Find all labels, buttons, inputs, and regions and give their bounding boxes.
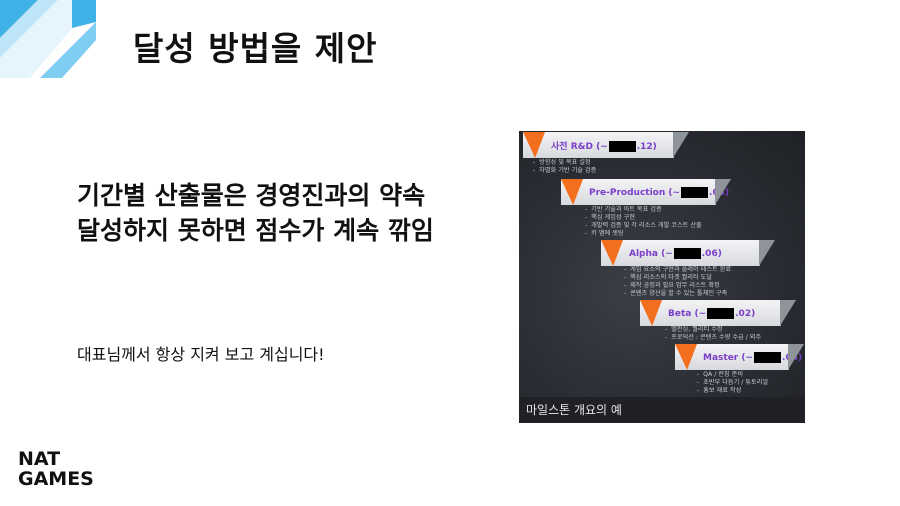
headline: 기간별 산출물은 경영진과의 약속 달성하지 못하면 점수가 계속 깎임: [77, 178, 434, 248]
image-caption: 마일스톤 개요의 예: [519, 397, 805, 423]
logo-line-1: NAT: [18, 448, 61, 470]
phase-band: Pre-Production (~.03): [561, 179, 731, 205]
milestone-image: 사전 R&D (~.12) - 방향성 및 목표 설정 - 차별화 기반 기술 …: [519, 131, 805, 423]
phase-bullets: - 기반 기술과 아트 목표 검증 - 핵심 게임성 구현 - 개발력 검증 및…: [585, 206, 702, 237]
page-title: 달성 방법을 제안: [133, 29, 378, 68]
phase-band: 사전 R&D (~.12): [523, 132, 689, 158]
redaction-mask: [673, 247, 701, 259]
phase-band: Alpha (~.06): [601, 240, 775, 266]
redaction-mask: [754, 351, 782, 363]
phase-bullets: - 방향성 및 목표 설정 - 차별화 기반 기술 검증: [533, 159, 597, 174]
phase-name: 사전 R&D (~: [551, 141, 608, 152]
natgames-logo: NAT GAMES: [18, 449, 94, 489]
redaction-mask: [608, 140, 636, 152]
phase-name: Alpha (~: [629, 248, 673, 259]
phase-name: Master (~: [703, 352, 754, 363]
corner-decoration: [0, 0, 96, 78]
phase-band: Master (~.04): [675, 344, 804, 370]
phase-name: Beta (~: [668, 308, 707, 319]
subtext: 대표님께서 항상 지켜 보고 계십니다!: [77, 345, 325, 364]
phase-bullets: - 밸런싱, 퀄리티 수정 - 프로덕션 : 콘텐츠 수량 수급 / 외주: [665, 326, 762, 341]
logo-line-2: GAMES: [18, 468, 94, 490]
redaction-mask: [707, 307, 735, 319]
phase-bullets: - 게임 요소의 구현과 플레이 테스트 완료 - 핵심 리소스의 타겟 퀄리티…: [624, 266, 732, 297]
redaction-mask: [681, 186, 709, 198]
phase-bullets: - QA / 런칭 준비 - 초반부 다듬기 / 튜토리얼 - 홍보 재료 작성: [697, 371, 769, 394]
phase-name: Pre-Production (~: [589, 187, 681, 198]
phase-band: Beta (~.02): [640, 300, 796, 326]
headline-line-1: 기간별 산출물은 경영진과의 약속: [77, 181, 426, 210]
headline-line-2: 달성하지 못하면 점수가 계속 깎임: [77, 216, 434, 245]
